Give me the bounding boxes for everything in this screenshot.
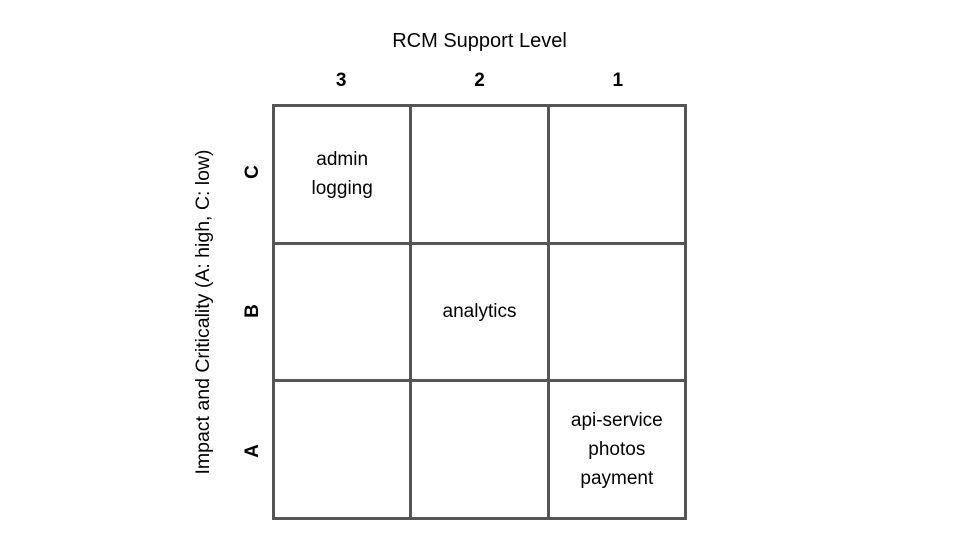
matrix-cell-c3-text: admin logging [311, 149, 373, 200]
matrix-cell-a3[interactable] [275, 382, 413, 520]
matrix-cell-c1[interactable] [549, 107, 687, 245]
matrix-cell-c2[interactable] [412, 107, 550, 245]
row-label-a: A [242, 444, 263, 458]
column-header-row: 3 2 1 [272, 68, 687, 96]
matrix-cell-b3[interactable] [275, 244, 413, 383]
matrix-cell-b2-text: analytics [442, 301, 517, 323]
column-header-1: 1 [612, 70, 624, 91]
matrix-cell-a1-text: api-service photos payment [570, 410, 663, 490]
matrix-grid: admin logging analytics api-service phot… [272, 104, 687, 520]
y-axis-label: Impact and Criticality (A: high, C: low) [192, 149, 214, 475]
matrix-cell-b2[interactable]: analytics [412, 244, 550, 383]
matrix-cell-c3[interactable]: admin logging [275, 107, 413, 245]
column-header-2: 2 [474, 70, 485, 91]
chart-title: RCM Support Level [392, 30, 567, 52]
row-label-c: C [242, 165, 263, 179]
matrix-cell-a1[interactable]: api-service photos payment [549, 382, 687, 520]
matrix-cell-b1[interactable] [549, 244, 687, 383]
row-label-b: B [242, 304, 263, 318]
matrix-cell-a2[interactable] [412, 382, 550, 520]
column-header-3: 3 [335, 70, 347, 91]
